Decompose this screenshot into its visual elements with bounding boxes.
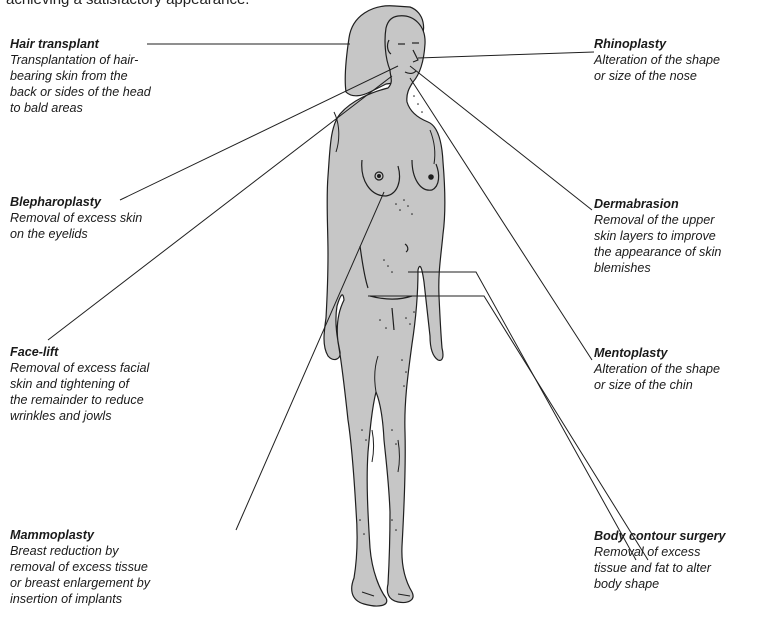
- leader-body-contour-upper: [408, 272, 636, 560]
- callout-blepharoplasty: Blepharoplasty Removal of excess skin on…: [10, 194, 142, 242]
- callout-description: Removal of the upper skin layers to impr…: [594, 212, 721, 276]
- callout-face-lift: Face-lift Removal of excess facial skin …: [10, 344, 149, 424]
- callout-title: Dermabrasion: [594, 196, 721, 212]
- callout-title: Hair transplant: [10, 36, 151, 52]
- callout-title: Mammoplasty: [10, 527, 150, 543]
- callout-mammoplasty: Mammoplasty Breast reduction by removal …: [10, 527, 150, 607]
- callout-title: Mentoplasty: [594, 345, 720, 361]
- callout-description: Removal of excess skin on the eyelids: [10, 210, 142, 242]
- callout-description: Breast reduction by removal of excess ti…: [10, 543, 150, 607]
- callout-dermabrasion: Dermabrasion Removal of the upper skin l…: [594, 196, 721, 276]
- callout-rhinoplasty: Rhinoplasty Alteration of the shape or s…: [594, 36, 720, 84]
- callout-mentoplasty: Mentoplasty Alteration of the shape or s…: [594, 345, 720, 393]
- callout-description: Removal of excess facial skin and tighte…: [10, 360, 149, 424]
- callout-hair-transplant: Hair transplant Transplantation of hair-…: [10, 36, 151, 116]
- callout-body-contour-surgery: Body contour surgery Removal of excess t…: [594, 528, 726, 592]
- callout-title: Blepharoplasty: [10, 194, 142, 210]
- callout-description: Transplantation of hair- bearing skin fr…: [10, 52, 151, 116]
- callout-title: Body contour surgery: [594, 528, 726, 544]
- callout-title: Face-lift: [10, 344, 149, 360]
- callout-description: Alteration of the shape or size of the n…: [594, 52, 720, 84]
- callout-description: Alteration of the shape or size of the c…: [594, 361, 720, 393]
- callout-title: Rhinoplasty: [594, 36, 720, 52]
- woman-figure: [324, 6, 445, 606]
- callout-description: Removal of excess tissue and fat to alte…: [594, 544, 726, 592]
- leader-rhinoplasty: [418, 52, 594, 58]
